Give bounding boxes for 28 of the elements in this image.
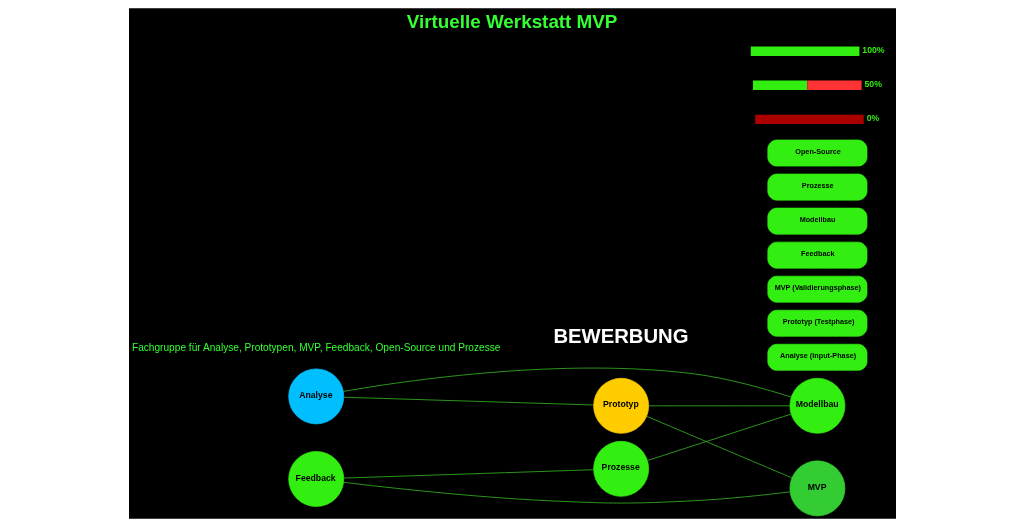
node-box: Prozesse	[766, 173, 867, 201]
node-box: Open-Source	[766, 139, 867, 167]
node-circle: Analyse	[287, 368, 344, 425]
label: BEWERBUNG	[552, 325, 689, 348]
connector	[342, 469, 594, 479]
diagram-title: Virtuelle Werkstatt MVP	[406, 11, 617, 33]
node-box: Feedback	[766, 241, 867, 269]
connector	[647, 405, 790, 407]
node-circle: MVP	[789, 460, 845, 517]
connector	[342, 481, 791, 504]
node-label: 50%	[863, 78, 882, 89]
connector	[342, 367, 792, 398]
connector	[342, 396, 594, 406]
connector	[646, 413, 791, 461]
node-label: 0%	[866, 112, 879, 123]
node-box: Modellbau	[766, 207, 867, 235]
connector	[645, 415, 792, 479]
node-box: MVP (Validierungsphase)	[766, 275, 867, 303]
node-box: Analyse (Input-Phase)	[766, 343, 867, 371]
node-circle: Modellbau	[789, 377, 845, 434]
node-box: Prototyp (Testphase)	[766, 309, 867, 337]
node-bar	[750, 46, 859, 56]
node-circle: Prozesse	[592, 440, 649, 497]
node-circle: Feedback	[287, 451, 344, 507]
label: Fachgruppe für Analyse, Prototypen, MVP, Feedback, Open-Source und Prozesse	[131, 341, 500, 353]
node-label: 100%	[861, 44, 885, 55]
node-circle: Prototyp	[592, 377, 649, 434]
node-bar	[754, 114, 864, 125]
